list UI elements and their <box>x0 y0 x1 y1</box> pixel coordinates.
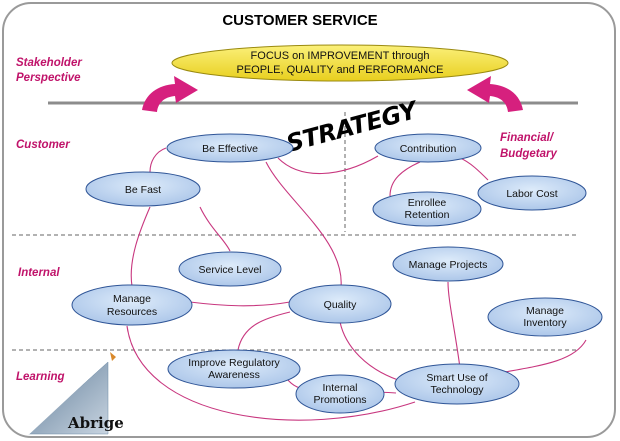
focus-ellipse <box>171 44 509 82</box>
stakeholder-label-line2: Perspective <box>16 72 81 84</box>
node-enrollee-retention: Enrollee Retention <box>372 191 482 227</box>
node-be-fast-label: Be Fast <box>125 184 161 196</box>
connector-manageresources-befast <box>130 206 151 287</box>
node-be-effective-label: Be Effective <box>202 143 258 155</box>
connector-beeffective-contribution <box>277 155 379 175</box>
connector-laborcost-contribution <box>459 157 489 181</box>
financial-label-line1: Financial/ <box>500 132 555 144</box>
abrige-logo: Abrige <box>27 352 124 435</box>
node-manage-projects: Manage Projects <box>392 246 504 282</box>
node-labor-cost: Labor Cost <box>477 175 587 211</box>
node-quality-label: Quality <box>324 299 357 311</box>
connector-smartuse-inventory <box>504 339 587 373</box>
node-enrollee-retention-line2: Retention <box>405 209 450 221</box>
connector-enrollee-contribution <box>389 161 421 197</box>
node-manage-resources-line2: Resources <box>107 306 157 318</box>
node-smart-use-line2: Technology <box>430 384 484 396</box>
left-curved-arrow <box>142 76 198 112</box>
node-manage-resources-line1: Manage <box>113 293 151 305</box>
node-be-fast: Be Fast <box>85 171 201 207</box>
connector-smartuse-quality <box>339 321 405 383</box>
node-improve-regulatory: Improve Regulatory Awareness <box>167 349 301 389</box>
node-smart-use-line1: Smart Use of <box>426 372 487 384</box>
node-improve-regulatory-line1: Improve Regulatory <box>188 357 280 369</box>
logo-text: Abrige <box>67 414 124 432</box>
connector-quality-manageresources <box>189 301 291 307</box>
node-internal-promotions-line2: Promotions <box>313 394 366 406</box>
connector-beeffective-quality <box>265 161 342 288</box>
node-be-effective: Be Effective <box>166 133 294 163</box>
customer-label: Customer <box>16 139 70 151</box>
node-smart-use-technology: Smart Use of Technology <box>394 363 520 405</box>
node-service-level: Service Level <box>178 251 282 287</box>
focus-line2: PEOPLE, QUALITY and PERFORMANCE <box>236 64 443 76</box>
logo-arrowhead <box>110 352 116 361</box>
node-manage-resources: Manage Resources <box>71 284 193 326</box>
node-quality: Quality <box>288 284 392 324</box>
node-improve-regulatory-line2: Awareness <box>208 369 260 381</box>
node-service-level-label: Service Level <box>198 264 261 276</box>
node-contribution-label: Contribution <box>400 143 457 155</box>
connector-smartuse-manageresources <box>126 325 416 421</box>
node-labor-cost-label: Labor Cost <box>506 188 557 200</box>
focus-line1: FOCUS on IMPROVEMENT through <box>251 50 430 62</box>
stakeholder-label-line1: Stakeholder <box>16 57 82 69</box>
node-internal-promotions: Internal Promotions <box>295 374 385 414</box>
connector-befast-beeffective <box>149 147 167 173</box>
connector-smartuse-manageprojects <box>447 281 461 369</box>
connector-servicelevel-befast <box>199 206 231 252</box>
diagram-title: CUSTOMER SERVICE <box>222 12 377 29</box>
node-manage-inventory-line1: Manage <box>526 305 564 317</box>
node-enrollee-retention-line1: Enrollee <box>408 197 447 209</box>
financial-label-line2: Budgetary <box>500 148 557 160</box>
internal-label: Internal <box>18 267 60 279</box>
node-internal-promotions-line1: Internal <box>322 382 357 394</box>
node-manage-inventory-line2: Inventory <box>523 317 567 329</box>
node-manage-projects-label: Manage Projects <box>409 259 488 271</box>
right-curved-arrow <box>467 76 523 112</box>
learning-label: Learning <box>16 371 65 383</box>
connector-improve-quality <box>237 311 291 351</box>
node-contribution: Contribution <box>374 133 482 163</box>
logo-slash <box>27 355 113 435</box>
node-manage-inventory: Manage Inventory <box>487 297 603 337</box>
